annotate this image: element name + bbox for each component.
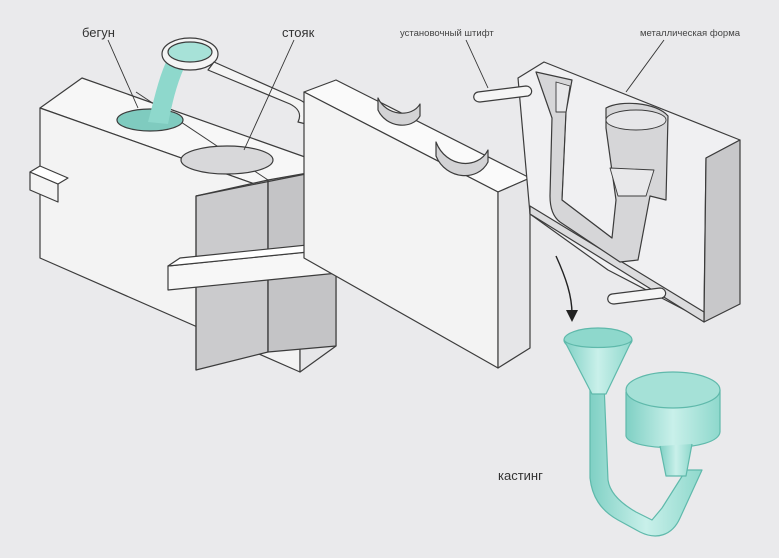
casting-channel [589, 383, 703, 537]
extract-arrow [555, 255, 578, 322]
locating-pin-top [473, 85, 533, 103]
pointer-locating-pin [465, 39, 489, 89]
pointer-metal-mold [625, 39, 665, 93]
ladle [148, 37, 312, 125]
pointer-lines [107, 39, 665, 151]
label-casting: кастинг [498, 468, 543, 483]
ladle-handle [207, 61, 312, 125]
label-runner: бегун [82, 25, 115, 40]
casting-cylinder-top [625, 371, 721, 409]
casting-part [563, 327, 721, 537]
label-locating-pin: установочный штифт [400, 28, 494, 39]
pointer-runner [107, 39, 139, 109]
metal-mold [473, 61, 741, 323]
half-mold-cutout-2 [435, 141, 489, 177]
half-mold-cutout-1 [377, 97, 421, 126]
sprue-hole [180, 145, 274, 175]
locating-pin-bottom [607, 287, 667, 305]
metal-mold-side [703, 139, 741, 323]
half-mold [303, 79, 531, 369]
label-sprue: стояк [282, 25, 315, 40]
pointer-sprue [243, 39, 295, 151]
casting-funnel [563, 339, 633, 395]
half-mold-front-face [497, 177, 531, 369]
metal-stream [148, 62, 184, 124]
label-metal-mold: металлическая форма [640, 28, 741, 39]
